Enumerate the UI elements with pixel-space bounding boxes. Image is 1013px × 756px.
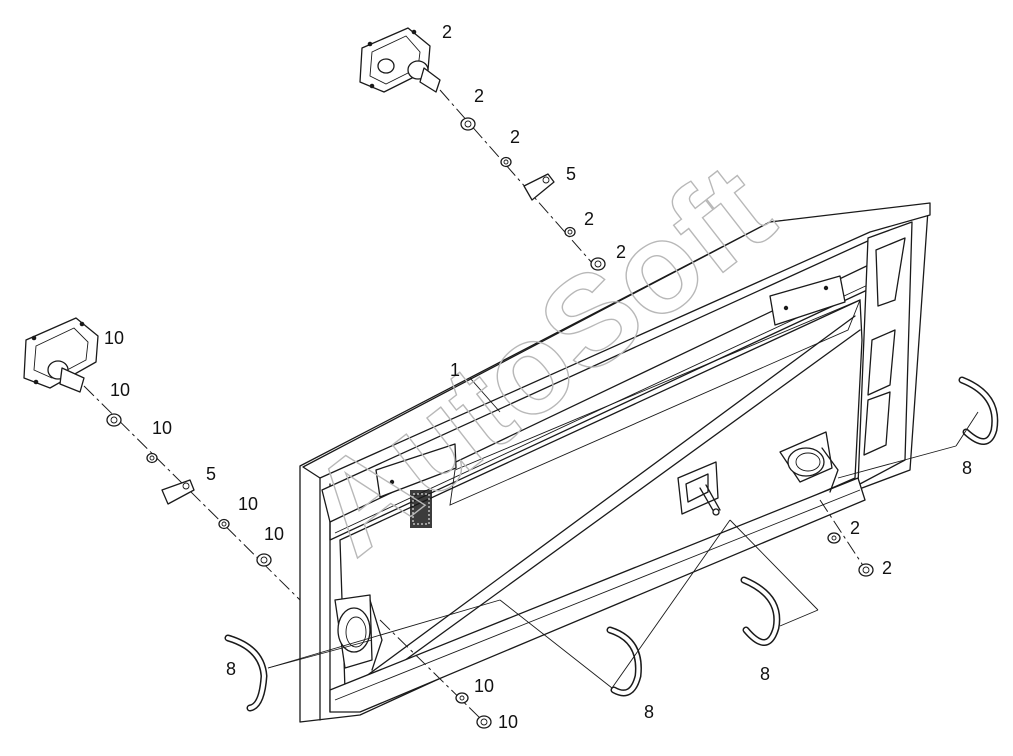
- callout-10-lamp: 10: [104, 328, 124, 348]
- vent-grille: [410, 490, 432, 528]
- leader-lines: [267, 377, 979, 689]
- rope-handle-center: [606, 626, 642, 697]
- callout-5-left: 5: [206, 464, 216, 484]
- callout-8-right-top: 8: [962, 458, 972, 478]
- lower-fasteners: [379, 499, 874, 729]
- callout-8-left: 8: [226, 659, 236, 679]
- callout-10-nut-1: 10: [110, 380, 130, 400]
- callout-5-upper: 5: [566, 164, 576, 184]
- callout-8-center: 8: [644, 702, 654, 722]
- callout-2-washer-3: 2: [850, 518, 860, 538]
- left-light-housing: [334, 594, 383, 671]
- rope-handle-right-bottom: [740, 576, 781, 646]
- callout-labels: 1 2 2 2 2 2 2 2 5 5 8 8 8 8 10 10 10 10 …: [104, 22, 972, 732]
- callout-2-nut-3: 2: [882, 558, 892, 578]
- callout-10-washer-1: 10: [152, 418, 172, 438]
- rope-handle-right-top: [958, 376, 999, 445]
- callout-10-washer-3: 10: [474, 676, 494, 696]
- right-light-housing: [779, 431, 839, 493]
- callout-2-washer-2: 2: [584, 209, 594, 229]
- callout-10-nut-2: 10: [264, 524, 284, 544]
- lamp-left-assembly: [23, 317, 301, 601]
- callout-10-nut-3: 10: [498, 712, 518, 732]
- callout-8-right-bottom: 8: [760, 664, 770, 684]
- center-hinge-bracket: [677, 461, 721, 516]
- callout-2-nut-1: 2: [474, 86, 484, 106]
- rear-panel-assembly: [299, 202, 931, 723]
- lamp-upper-assembly: [359, 27, 606, 273]
- callout-2-lamp: 2: [442, 22, 452, 42]
- callout-1: 1: [450, 360, 460, 380]
- callout-2-washer-1: 2: [510, 127, 520, 147]
- callout-2-nut-2: 2: [616, 242, 626, 262]
- rope-handle-left: [224, 634, 268, 712]
- callout-10-washer-2: 10: [238, 494, 258, 514]
